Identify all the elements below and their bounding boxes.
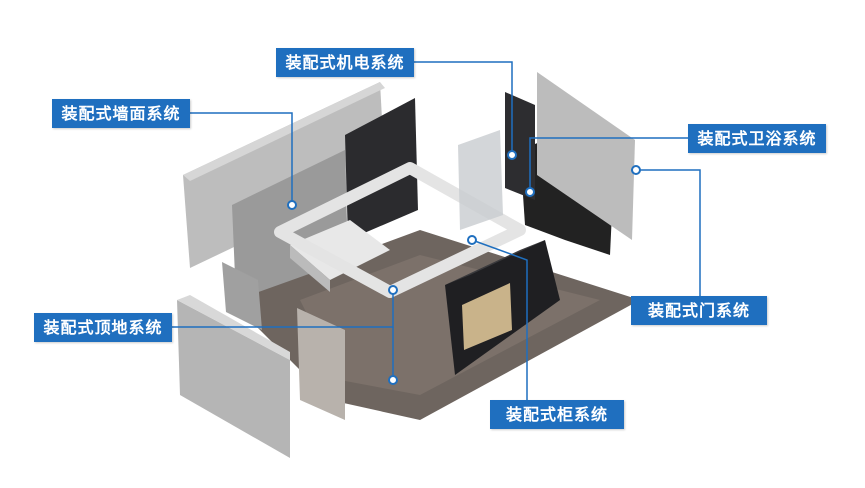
leader-dots — [287, 150, 641, 385]
leader-lines — [172, 61, 701, 400]
front-wall-panel — [177, 300, 290, 458]
cabinet-screen — [462, 283, 512, 350]
cabinet-top — [445, 240, 545, 285]
bathroom-glass — [458, 130, 503, 230]
bathroom-wall-panel — [537, 72, 635, 240]
label-mep-system: 装配式机电系统 — [276, 48, 414, 77]
label-door-system: 装配式门系统 — [631, 296, 767, 325]
label-wall-system: 装配式墙面系统 — [52, 99, 190, 128]
curtain-front — [297, 308, 345, 420]
label-ceiling-floor-system: 装配式顶地系统 — [34, 313, 172, 342]
ceiling-frame — [274, 162, 526, 298]
dark-wall-panel — [345, 98, 418, 240]
bed — [290, 220, 390, 280]
label-bathroom-system: 装配式卫浴系统 — [688, 124, 826, 153]
wall-panel-outer-side — [183, 82, 385, 181]
label-cabinet-system: 装配式柜系统 — [490, 400, 624, 429]
curtain-left — [222, 262, 262, 330]
bed-side — [290, 245, 330, 292]
